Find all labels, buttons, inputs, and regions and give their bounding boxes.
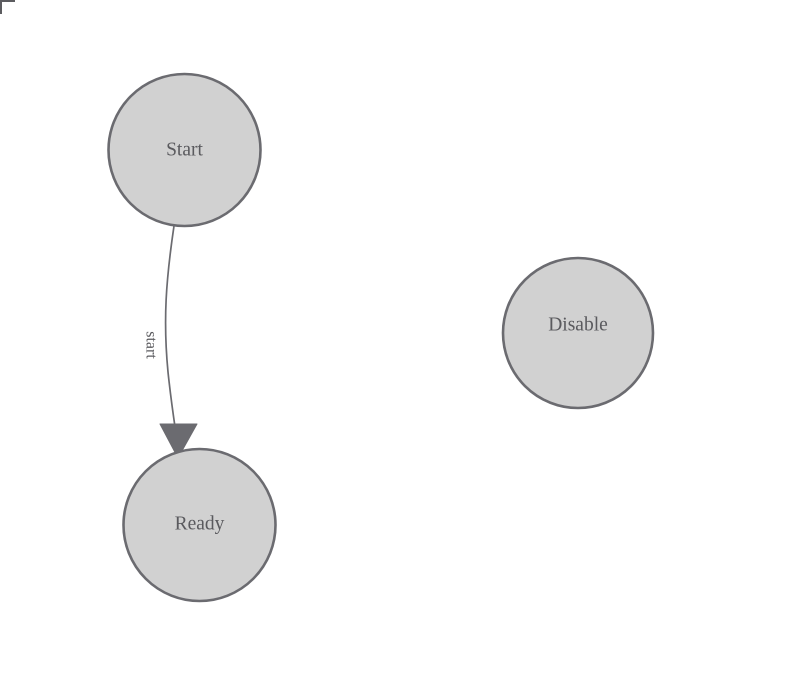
state-node-disable-shape[interactable] (501, 256, 655, 410)
state-node-ready-shape[interactable] (122, 447, 277, 603)
state-node-ready[interactable]: Ready (122, 447, 277, 603)
state-node-start-shape[interactable] (107, 72, 262, 228)
corner-bracket-icon (0, 0, 15, 14)
arrowhead-icon (159, 423, 198, 459)
edge-start-to-ready[interactable]: start (142, 225, 198, 459)
edge-line (164, 225, 179, 449)
edge-label-start: start (142, 331, 159, 359)
state-node-start[interactable]: Start (107, 72, 262, 228)
state-node-disable[interactable]: Disable (501, 256, 655, 410)
